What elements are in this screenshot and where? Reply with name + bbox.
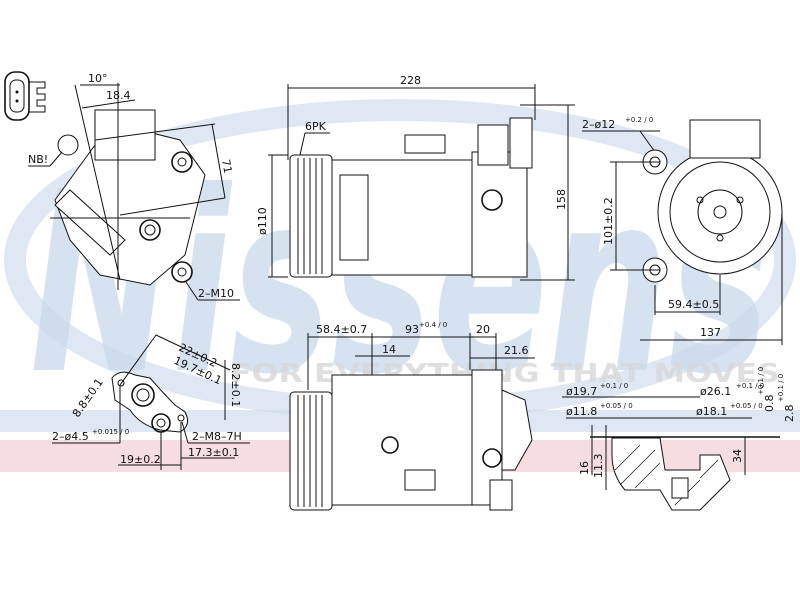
dim-e: 19±0.2 — [120, 453, 161, 466]
height-2-tolerance: +0.1 / 0 — [777, 374, 785, 402]
dim-pulley-diameter: ø110 — [256, 207, 269, 235]
height-4: 11.3 — [592, 454, 605, 479]
dim-3: 20 — [476, 323, 490, 336]
dia-4: ø18.1 — [696, 405, 727, 418]
height-3: 16 — [578, 461, 591, 475]
holes-label: 2–ø4.5 — [52, 430, 89, 443]
dim-4: 14 — [382, 343, 396, 356]
height-1: 0.8 — [763, 395, 776, 413]
dia-1-tolerance: +0.1 / 0 — [600, 382, 628, 390]
dim-2-tolerance: +0.4 / 0 — [419, 321, 447, 329]
dim-height: 71 — [219, 158, 234, 174]
front-view: 2–ø12 +0.2 / 0 101±0.2 59.4±0.5 137 — [582, 116, 783, 345]
height-2: 2.8 — [783, 405, 796, 423]
connector-icon — [4, 71, 46, 121]
dia-1: ø19.7 — [566, 385, 597, 398]
dia-3: ø11.8 — [566, 405, 597, 418]
note-label: NB! — [28, 153, 48, 166]
dim-2: 93 — [405, 323, 419, 336]
holes-tolerance: +0.2 / 0 — [625, 116, 653, 124]
belt-label: 6PK — [305, 120, 327, 133]
top-view: 228 6PK ø110 158 — [256, 74, 575, 281]
bottom-view: 58.4±0.7 93 +0.4 / 0 20 14 21.6 — [289, 321, 535, 511]
dim-c: 8.2±0.1 — [229, 363, 242, 407]
side-view: 10° 18.4 71 NB! 2–M10 — [4, 71, 240, 301]
holes-label: 2–ø12 — [582, 118, 615, 131]
height-5: 34 — [731, 449, 744, 463]
dia-4-tolerance: +0.05 / 0 — [730, 402, 763, 410]
dim-offset: 18.4 — [106, 89, 131, 102]
height-1-tolerance: +0.1 / 0 — [757, 367, 765, 395]
dim-angle: 10° — [88, 72, 108, 85]
dim-offset: 59.4±0.5 — [668, 298, 719, 311]
section-detail: ø19.7 +0.1 / 0 ø26.1 +0.1 / 0 ø11.8 +0.0… — [562, 367, 796, 511]
dim-center: 101±0.2 — [602, 197, 615, 245]
dim-f: 17.3±0.1 — [188, 446, 239, 459]
dim-5: 21.6 — [504, 344, 529, 357]
thread-label: 2–M8–7H — [192, 430, 242, 443]
watermark-tagline: FOR EVERYTHING THAT MOVES — [230, 359, 780, 389]
dia-2-tolerance: +0.1 / 0 — [736, 382, 764, 390]
dia-3-tolerance: +0.05 / 0 — [600, 402, 633, 410]
dim-width: 137 — [700, 326, 721, 339]
holes-tolerance: +0.015 / 0 — [92, 428, 129, 436]
dim-length: 228 — [400, 74, 421, 87]
dim-height: 158 — [555, 189, 568, 210]
dia-2: ø26.1 — [700, 385, 731, 398]
dim-1: 58.4±0.7 — [316, 323, 367, 336]
bolts-label: 2–M10 — [198, 287, 234, 300]
